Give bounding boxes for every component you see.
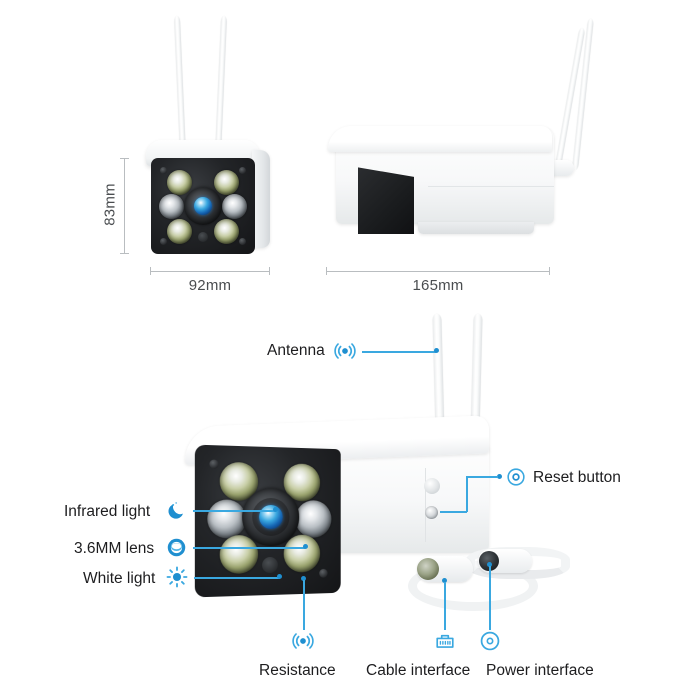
main-led-mid-right [295,500,331,538]
wireless-signal-icon [334,340,356,362]
side-view-faceplate [358,166,414,234]
front-view-led-bottom-left [167,219,192,244]
front-view-lens-glass [194,197,212,215]
front-view-led-mid-right [222,194,247,219]
front-view-antenna-left [174,16,186,156]
main-faceplate-screw-br [319,569,327,578]
main-led-bottom-left [220,535,258,574]
front-view-faceplate [151,158,255,254]
power-jack-icon [479,630,501,652]
faceplate-screw-bl [160,238,167,245]
main-led-mid-left [207,499,246,538]
main-led-bottom-right [284,535,320,573]
callout-resistance-label: Resistance [259,663,336,679]
main-reset-screw [425,506,438,519]
front-view-led-top-left [167,170,192,195]
side-view-camera [318,0,578,280]
front-view-led-mid-left [159,194,184,219]
front-view-antenna-right [215,16,227,156]
callout-power-interface-label: Power interface [486,663,594,679]
front-view-led-top-right [214,170,239,195]
side-view-mount-bracket [418,222,534,234]
callout-antenna-label: Antenna [267,343,325,359]
faceplate-screw-br [239,238,246,245]
dimension-side-width-label: 165mm [326,277,550,294]
sun-icon [166,566,188,588]
callout-reset-button-label: Reset button [533,470,621,486]
dimension-front-height-label: 83mm [102,175,119,235]
faceplate-screw-tl [160,167,167,174]
side-view-sun-shield [328,126,552,152]
main-lens-glass [259,505,283,529]
callout-infrared-light-label: Infrared light [64,504,150,520]
main-faceplate-screw-tl [209,459,218,468]
wireless-signal-icon [292,630,314,652]
target-circle-icon [506,467,526,487]
ethernet-port-icon [434,630,456,652]
ethernet-connector-tip [417,558,439,580]
callout-cable-interface-label: Cable interface [366,663,470,679]
main-faceplate [195,445,341,598]
dimension-front-width-label: 92mm [150,277,270,294]
front-view-led-bottom-right [214,219,239,244]
side-view-seam-line [428,186,554,187]
front-view-light-sensor [198,232,208,242]
lens-eye-icon [166,537,187,558]
main-mount-knob [424,478,440,494]
main-light-sensor [262,557,278,573]
callout-white-light-label: White light [83,571,155,587]
faceplate-screw-tr [239,167,246,174]
moon-icon [166,500,187,521]
callout-lens-label: 3.6MM lens [74,541,154,557]
front-view-camera [120,0,310,280]
